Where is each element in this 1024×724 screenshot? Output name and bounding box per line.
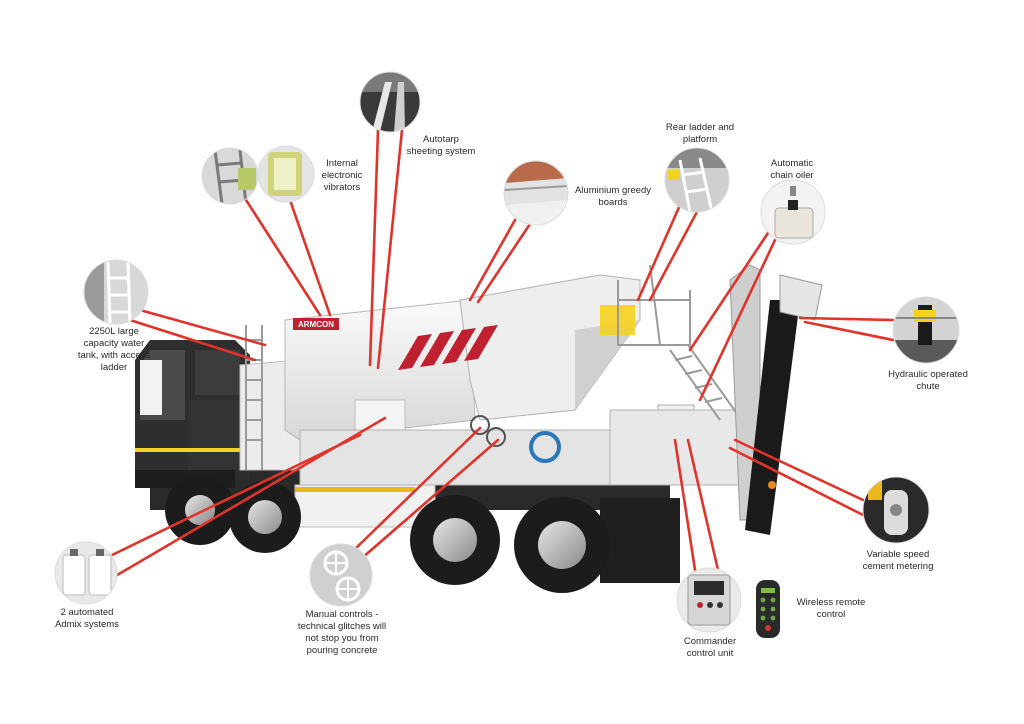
ladder-platform-photo-icon bbox=[664, 147, 730, 213]
tank-access-ladder bbox=[245, 325, 263, 470]
callout-label-chute: Hydraulic operated chute bbox=[888, 369, 968, 392]
amber-lamp bbox=[768, 481, 776, 489]
admix-tanks-photo-icon bbox=[54, 541, 118, 605]
leader-chute-a bbox=[798, 316, 895, 322]
callout-label-cement-metering: Variable speed cement metering bbox=[862, 549, 934, 572]
leader-tank-a bbox=[138, 308, 267, 347]
callout-label-admix: 2 automated Admix systems bbox=[55, 607, 119, 630]
callout-label-commander: Commander control unit bbox=[683, 636, 737, 659]
leader-meter-b bbox=[728, 446, 865, 517]
leader-ladder-b bbox=[648, 208, 700, 302]
discharge-chute bbox=[745, 300, 800, 535]
callout-label-autotarp: Autotarp sheeting system bbox=[406, 134, 476, 157]
armcon-logo-plate bbox=[293, 318, 339, 330]
callout-label-manual-controls: Manual controls - technical glitches wil… bbox=[297, 609, 387, 656]
leader-admix-b bbox=[110, 416, 387, 580]
mixer-truck: ARMCON bbox=[135, 264, 823, 593]
leader-greedy-b bbox=[476, 222, 532, 304]
rear-wheel-2 bbox=[514, 497, 610, 593]
leader-oiler-a bbox=[688, 228, 772, 352]
chute-head bbox=[779, 274, 823, 321]
callout-label-greedy-boards: Aluminium greedy boards bbox=[574, 185, 652, 208]
hopper-stripes bbox=[398, 325, 498, 370]
rear-ladder bbox=[669, 344, 739, 421]
rear-platform-rail bbox=[617, 264, 691, 346]
manual-handwheel-2 bbox=[486, 427, 506, 447]
cab-white-panel bbox=[140, 360, 162, 415]
chute-photo-icon bbox=[892, 296, 960, 364]
leader-vibrators-a bbox=[244, 198, 322, 317]
chain-oiler-photo-icon bbox=[760, 179, 826, 245]
leader-admix-a bbox=[110, 433, 362, 557]
leader-autotarp-a bbox=[368, 128, 380, 367]
tarp-rail-photo-icon bbox=[359, 71, 421, 133]
armcon-logo: ARMCON bbox=[298, 320, 334, 329]
leader-chute-b bbox=[803, 320, 895, 342]
callout-label-vibrators: Internal electronic vibrators bbox=[321, 158, 363, 193]
cab-side-window bbox=[195, 350, 240, 395]
manual-handwheel-1 bbox=[470, 415, 490, 435]
leader-greedy-a bbox=[468, 218, 517, 302]
callout-label-rear-ladder: Rear ladder and platform bbox=[665, 122, 735, 145]
handwheel-photo-icon bbox=[309, 543, 373, 607]
leader-lines bbox=[110, 128, 895, 580]
leader-meter-a bbox=[733, 438, 865, 502]
blue-hose-reel bbox=[529, 431, 561, 463]
leader-commander-b bbox=[686, 438, 720, 572]
callout-label-remote: Wireless remote control bbox=[796, 597, 866, 620]
leader-commander-a bbox=[673, 438, 697, 572]
callout-label-chain-oiler: Automatic chain oiler bbox=[770, 158, 814, 181]
callout-label-water-tank: 2250L large capacity water tank, with ac… bbox=[77, 326, 151, 373]
leader-manual-b bbox=[360, 438, 500, 560]
hopper-shadow bbox=[575, 320, 640, 410]
leader-autotarp-b bbox=[376, 128, 404, 370]
leader-tank-b bbox=[128, 318, 257, 362]
vibrator-photo-icon bbox=[201, 145, 315, 205]
cab-door bbox=[188, 400, 243, 470]
chassis-yellow-strip bbox=[295, 487, 415, 492]
metering-photo-icon bbox=[862, 476, 930, 544]
water-tank-ladder-photo-icon bbox=[83, 259, 149, 325]
leader-ladder-a bbox=[636, 203, 682, 302]
greedy-board-photo-icon bbox=[503, 160, 569, 226]
leader-vibrators-b bbox=[288, 198, 332, 317]
cab-yellow-stripe bbox=[135, 448, 250, 452]
rear-bumper bbox=[600, 498, 680, 583]
leader-oiler-b bbox=[698, 238, 777, 402]
rear-wheel-1 bbox=[410, 495, 500, 585]
control-panel-photo-icon bbox=[676, 567, 742, 633]
leader-manual-a bbox=[354, 426, 482, 550]
remote-control-icon bbox=[756, 580, 780, 638]
front-wheel bbox=[165, 475, 235, 545]
